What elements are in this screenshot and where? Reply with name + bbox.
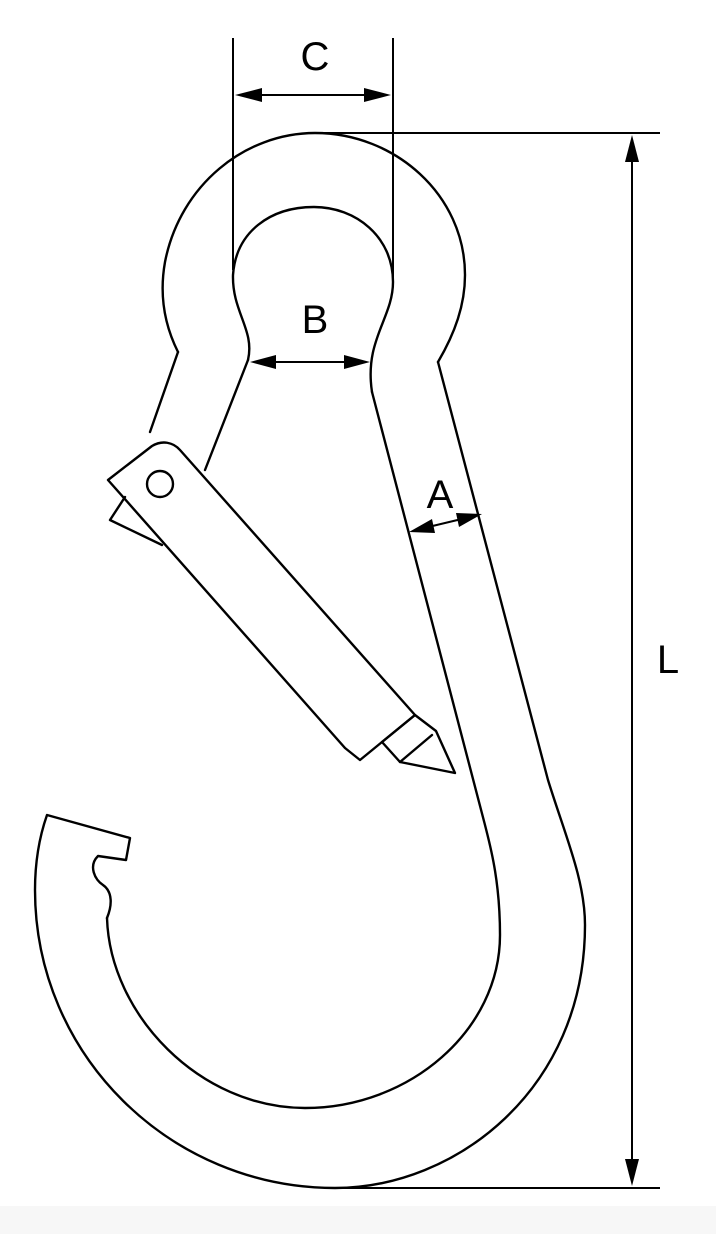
hook-eye-inner <box>231 205 395 394</box>
dimension-a: A <box>409 473 482 533</box>
hook-eye-outer <box>161 131 467 364</box>
gate <box>106 441 457 775</box>
dim-a-label: A <box>427 473 454 517</box>
bottom-strip <box>0 1206 716 1234</box>
dim-l-arrow-top <box>625 135 639 162</box>
hook-left-shank-inner <box>203 358 250 472</box>
gate-tip <box>380 713 457 775</box>
dim-b-arrow-left <box>250 355 276 369</box>
gate-back-tab <box>108 495 164 547</box>
gate-body <box>106 441 417 762</box>
gate-tip-line <box>398 733 434 764</box>
hook-left-shank-outer <box>148 350 180 434</box>
gate-pivot-pin <box>145 469 175 499</box>
dim-l-arrow-bottom <box>625 1159 639 1186</box>
dimension-c: C <box>232 35 394 280</box>
dim-a-arrow-left <box>409 519 435 533</box>
dim-c-arrow-right <box>364 88 391 102</box>
dimension-l: L <box>318 132 679 1189</box>
hook-body <box>33 131 587 1190</box>
hook-inner-curve <box>105 390 502 1110</box>
dim-a-arrow-right <box>456 513 482 527</box>
dim-l-label: L <box>657 638 679 682</box>
dimension-b: B <box>250 298 370 369</box>
dim-b-arrow-right <box>344 355 370 369</box>
hook-outer-back <box>33 360 587 1190</box>
dim-c-label: C <box>301 35 330 79</box>
dim-b-label: B <box>302 298 329 342</box>
dim-c-arrow-left <box>235 88 262 102</box>
